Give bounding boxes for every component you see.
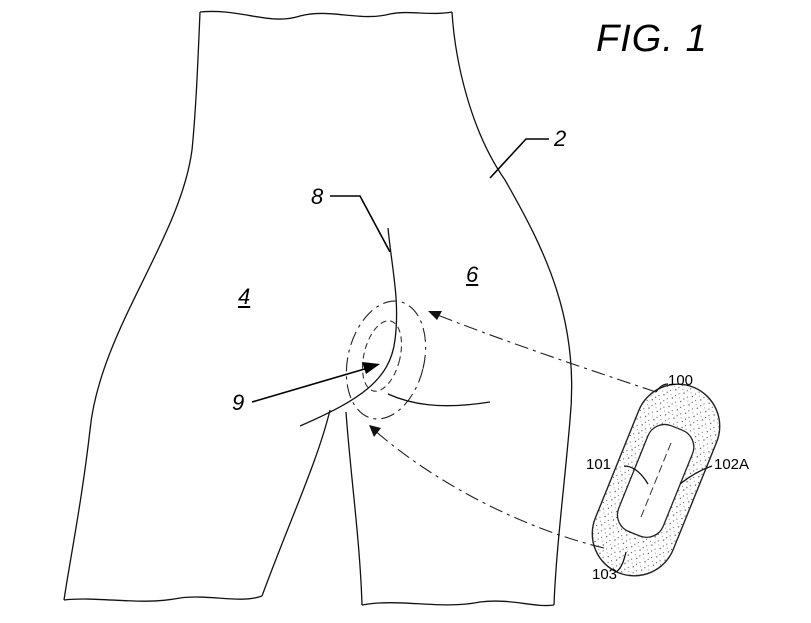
label-100: 100: [668, 372, 694, 389]
bandage-100: [591, 383, 721, 577]
top-cut-line: [199, 10, 453, 20]
label-103: 103: [592, 566, 618, 583]
leader-9-arrowhead: [362, 362, 380, 374]
placement-arrow-bottom: [371, 427, 605, 549]
bandage-slot: [639, 442, 672, 520]
crease-line: [299, 227, 398, 427]
inner-left-seam: [261, 409, 331, 597]
leader-100: [655, 383, 669, 393]
label-102A: 102A: [714, 456, 750, 473]
right-body-outline: [451, 11, 573, 606]
label-8: 8: [311, 184, 324, 209]
left-body-outline: [63, 11, 201, 601]
target-zone-outer: [345, 300, 427, 420]
right-leg-cut: [361, 600, 555, 607]
label-6: 6: [466, 262, 479, 287]
placement-arrow-top: [429, 311, 657, 393]
arrowhead-top: [428, 311, 442, 320]
label-101: 101: [586, 456, 612, 473]
leader-101: [623, 465, 649, 485]
target-zone-inner: [361, 320, 403, 392]
inner-right-seam: [345, 411, 363, 606]
label-4: 4: [238, 284, 251, 309]
label-2: 2: [554, 126, 567, 151]
leader-103: [615, 551, 627, 573]
leader-2: [489, 138, 549, 179]
leader-8: [330, 195, 391, 253]
figure-title: FIG. 1: [596, 18, 708, 60]
leader-102A: [679, 465, 713, 485]
left-leg-cut: [63, 595, 263, 602]
label-9: 9: [232, 390, 245, 415]
leader-9: [251, 367, 369, 403]
arrowhead-bottom: [369, 425, 381, 437]
buttock-fold: [387, 393, 491, 407]
